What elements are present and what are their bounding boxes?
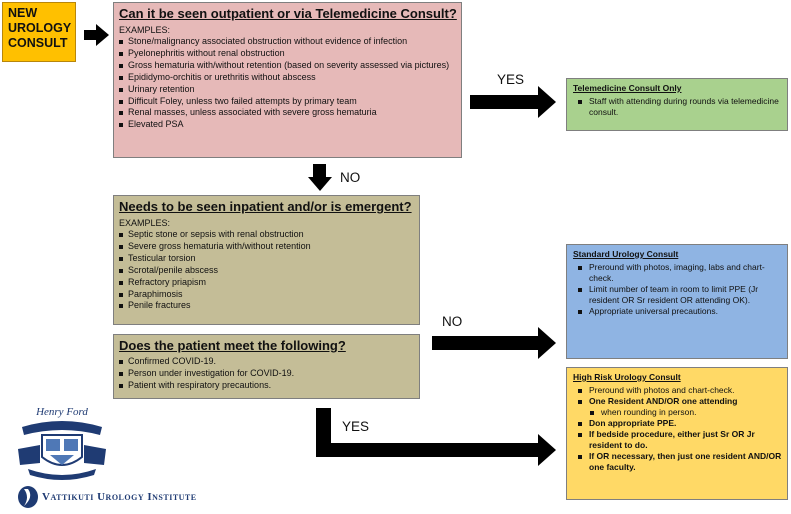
q1-item: Pyelonephritis without renal obstruction [119,48,461,60]
r3-list: Preround with photos and chart-check. On… [567,385,787,473]
arrow-yes-to-telemedicine [470,86,556,118]
r2-title: Standard Urology Consult [573,249,679,259]
r2-item: Preround with photos, imaging, labs and … [575,262,787,284]
q1-item: Difficult Foley, unless two failed attem… [119,96,461,108]
q2-title: Needs to be seen inpatient and/or is eme… [119,199,412,214]
q3-item: Confirmed COVID-19. [119,356,419,368]
high-risk-consult-box: High Risk Urology Consult Preround with … [566,367,788,500]
inpatient-emergent-question-box: Needs to be seen inpatient and/or is eme… [113,195,420,325]
r1-title: Telemedicine Consult Only [573,83,682,93]
r1-list: Staff with attending during rounds via t… [567,96,787,118]
q1-item: Epididymo-orchitis or urethritis without… [119,72,461,84]
institute-name: Vattikuti Urology Institute [42,491,197,503]
q1-item: Renal masses, unless associated with sev… [119,107,461,119]
r3-title: High Risk Urology Consult [573,372,681,382]
r2-item: Limit number of team in room to limit PP… [575,284,787,306]
yes-label-top: YES [497,72,525,87]
q3-item: Patient with respiratory precautions. [119,380,419,392]
q2-item: Penile fractures [119,300,419,312]
q2-item: Testicular torsion [119,253,419,265]
start-line-1: NEW [8,6,38,20]
telemedicine-consult-box: Telemedicine Consult Only Staff with att… [566,78,788,131]
start-line-3: CONSULT [8,36,68,50]
arrow-yes-to-high-risk [316,408,556,466]
q2-item: Septic stone or sepsis with renal obstru… [119,229,419,241]
r3-item: One Resident AND/OR one attending [575,396,787,407]
r3-item: Don appropriate PPE. [575,418,787,429]
q2-examples-label: EXAMPLES: [119,218,171,228]
r3-item: If OR necessary, then just one resident … [575,451,787,473]
q1-item: Urinary retention [119,84,461,96]
q3-title: Does the patient meet the following? [119,338,346,353]
no-label-middle: NO [340,170,361,185]
henry-ford-medical-group-logo: Henry Ford [18,406,106,480]
covid-criteria-question-box: Does the patient meet the following? Con… [113,334,420,399]
q3-list: Confirmed COVID-19. Person under investi… [114,356,419,392]
r3-item: Preround with photos and chart-check. [575,385,787,396]
q2-item: Scrotal/penile abscess [119,265,419,277]
new-urology-consult-box: NEW UROLOGY CONSULT [2,2,76,62]
r3-sub-item: when rounding in person. [575,407,787,418]
standard-consult-box: Standard Urology Consult Preround with p… [566,244,788,359]
start-line-2: UROLOGY [8,21,72,35]
q2-item: Refractory priapism [119,277,419,289]
arrow-no-to-standard [432,327,556,359]
outpatient-telemedicine-question-box: Can it be seen outpatient or via Telemed… [113,2,462,158]
r2-list: Preround with photos, imaging, labs and … [567,262,787,317]
r3-item: If bedside procedure, either just Sr OR … [575,429,787,451]
no-label-right: NO [442,314,463,329]
vattikuti-institute-logo [18,486,38,508]
r1-item: Staff with attending during rounds via t… [575,96,787,118]
q1-item: Gross hematuria with/without retention (… [119,60,461,72]
q1-item: Stone/malignancy associated obstruction … [119,36,461,48]
q1-examples-label: EXAMPLES: [119,25,171,35]
logo-script-text: Henry Ford [35,406,88,418]
q2-item: Severe gross hematuria with/without rete… [119,241,419,253]
yes-label-bottom: YES [342,419,370,434]
q3-item: Person under investigation for COVID-19. [119,368,419,380]
q1-item: Elevated PSA [119,119,461,131]
arrow-start-to-q1 [84,24,109,46]
q1-list: Stone/malignancy associated obstruction … [114,36,461,131]
q1-title: Can it be seen outpatient or via Telemed… [119,6,457,21]
r2-item: Appropriate universal precautions. [575,306,787,317]
q2-item: Paraphimosis [119,289,419,301]
q2-list: Septic stone or sepsis with renal obstru… [114,229,419,312]
arrow-no-to-q2 [308,164,332,191]
